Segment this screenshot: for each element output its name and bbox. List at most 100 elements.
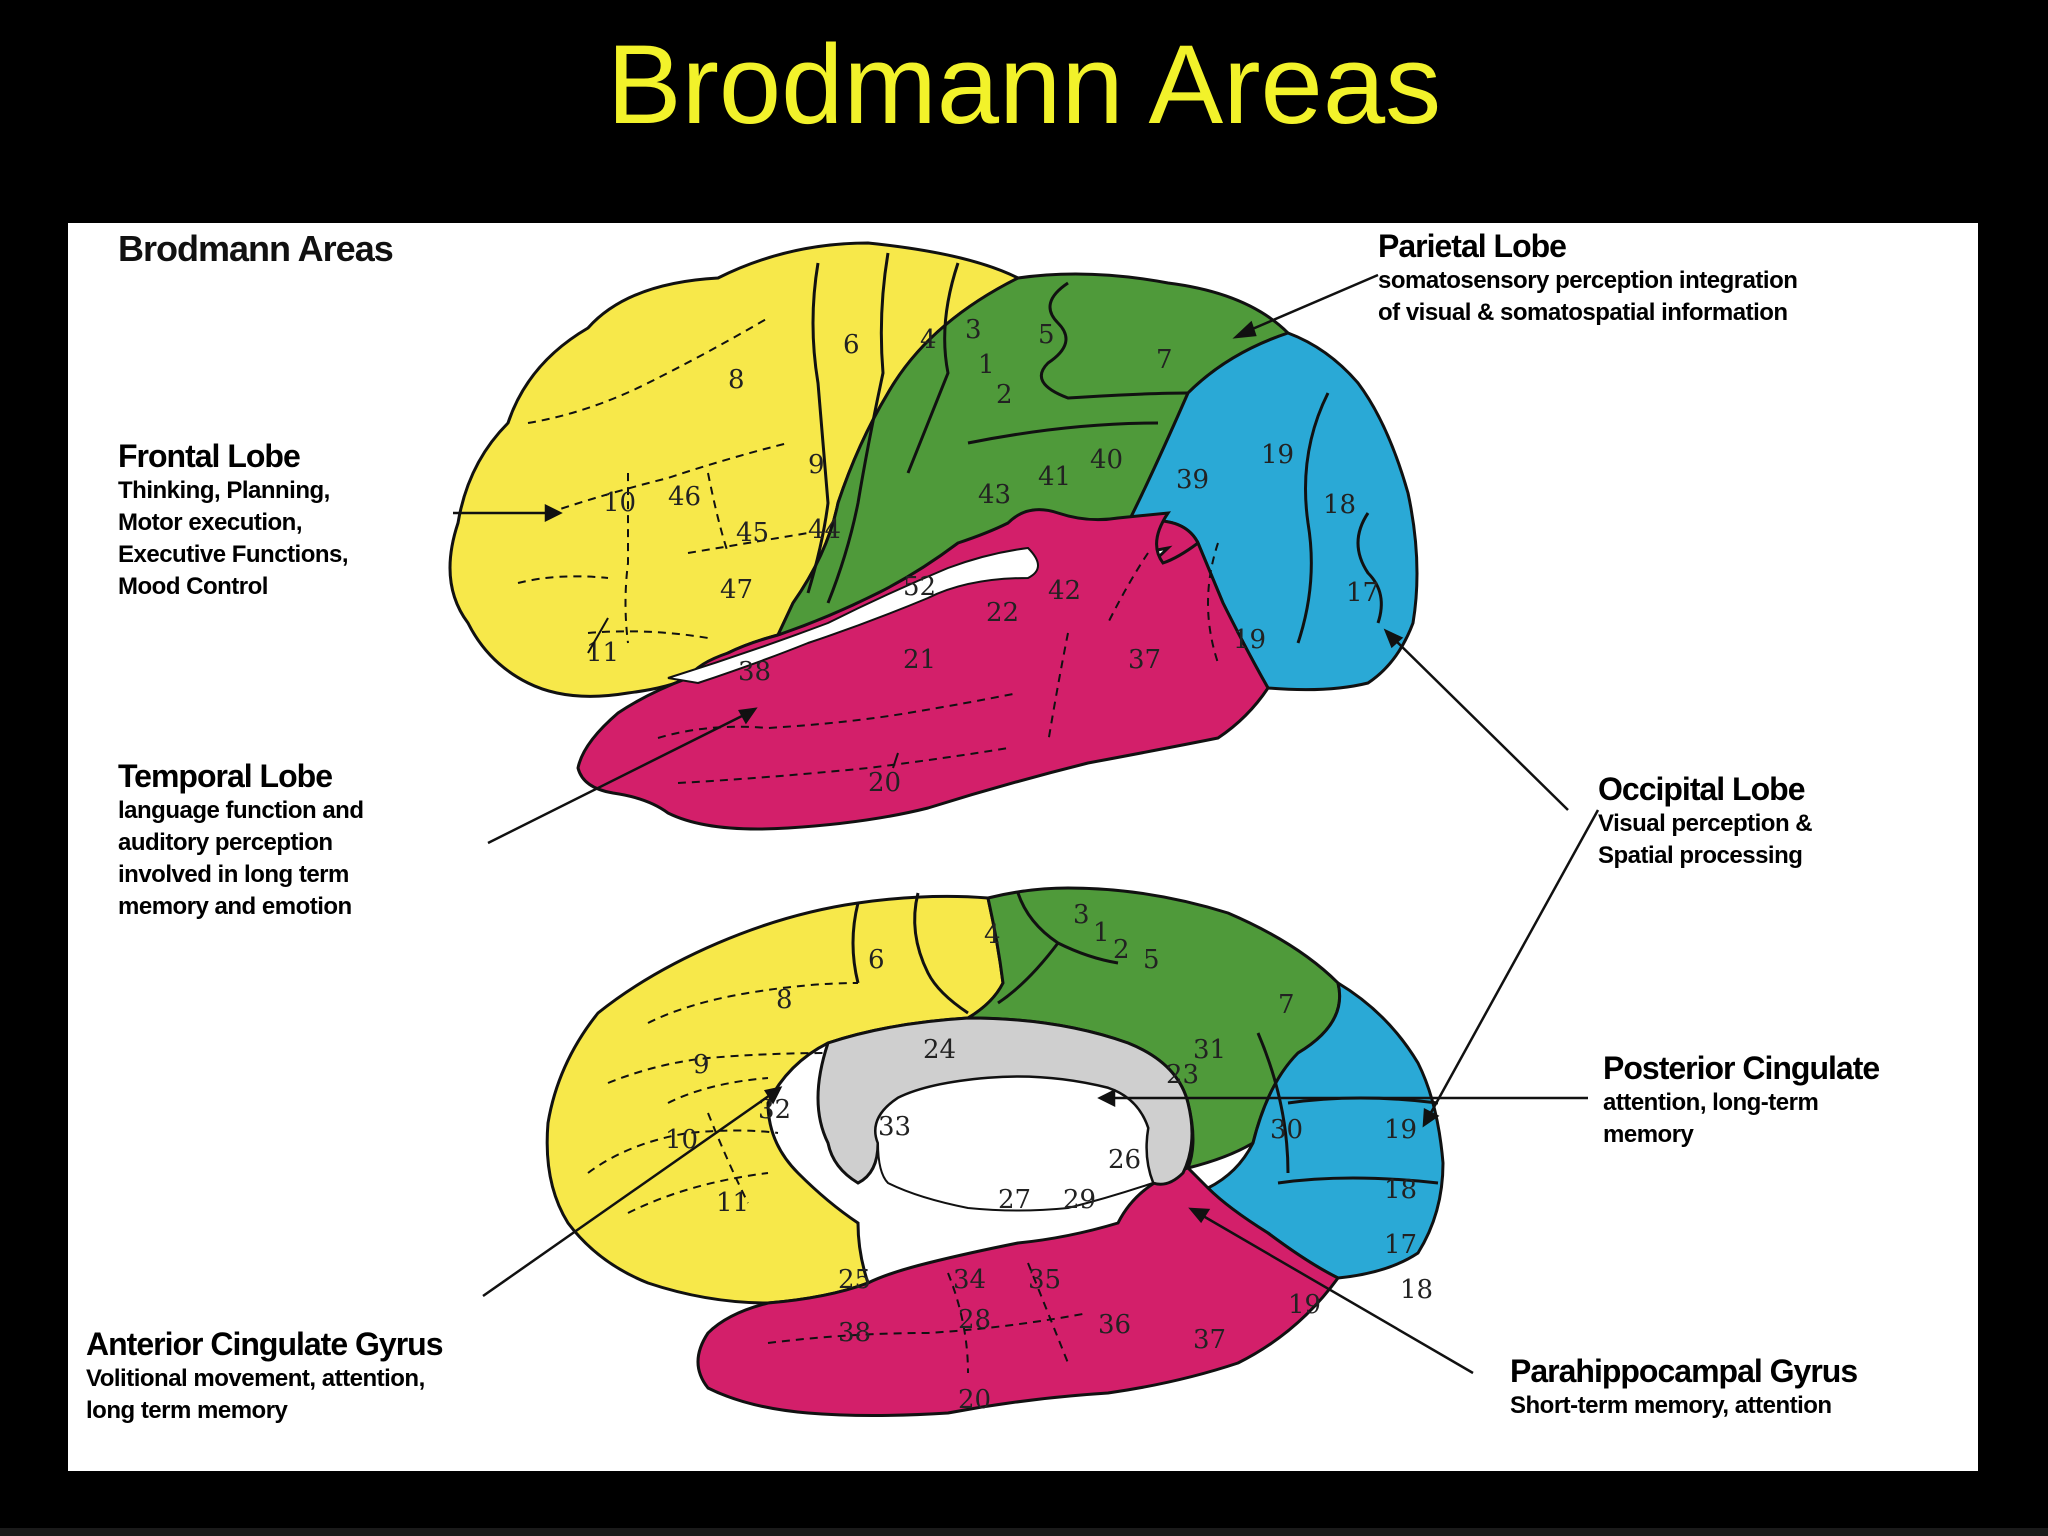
area-label: 2: [996, 380, 1013, 410]
area-label: 17: [1346, 578, 1379, 608]
area-label: 20: [868, 768, 901, 798]
label-title: Parietal Lobe: [1378, 228, 1567, 264]
posterior-cingulate-label: Posterior Cingulate attention, long-term…: [1603, 1050, 1880, 1151]
area-label: 3: [1073, 900, 1090, 930]
label-line: involved in long term: [118, 861, 349, 888]
area-label: 25: [838, 1265, 871, 1295]
area-label: 44: [808, 515, 841, 545]
area-label: 34: [953, 1265, 986, 1295]
area-label: 37: [1193, 1325, 1226, 1355]
area-label: 31: [1193, 1035, 1226, 1065]
label-line: memory: [1603, 1121, 1694, 1148]
area-label: 2: [1113, 935, 1130, 965]
area-label: 20: [958, 1385, 991, 1415]
area-label: 26: [1108, 1145, 1141, 1175]
label-title: Occipital Lobe: [1598, 771, 1805, 807]
label-line: Motor execution,: [118, 509, 303, 536]
area-label: 33: [878, 1112, 911, 1142]
area-label: 17: [1384, 1230, 1417, 1260]
label-title: Posterior Cingulate: [1603, 1050, 1880, 1086]
area-label: 30: [1270, 1115, 1303, 1145]
area-label: 10: [603, 488, 636, 518]
bottom-strip: [0, 1528, 2048, 1536]
label-line: memory and emotion: [118, 893, 352, 920]
frontal-lobe-label: Frontal Lobe Thinking, Planning, Motor e…: [118, 438, 349, 603]
label-line: Volitional movement, attention,: [86, 1365, 425, 1392]
area-label: 38: [838, 1318, 871, 1348]
area-label: 19: [1288, 1290, 1321, 1320]
area-label: 3: [965, 315, 982, 345]
label-title: Frontal Lobe: [118, 438, 301, 474]
medial-temporal-lobe: [696, 1166, 1341, 1417]
area-label: 43: [978, 480, 1011, 510]
area-label: 36: [1098, 1310, 1131, 1340]
area-label: 5: [1143, 945, 1160, 975]
label-title: Anterior Cingulate Gyrus: [86, 1326, 443, 1362]
area-label: 47: [720, 575, 753, 605]
area-label: 18: [1400, 1275, 1433, 1305]
area-label: 41: [1038, 462, 1071, 492]
area-label: 28: [958, 1305, 991, 1335]
label-title: Temporal Lobe: [118, 758, 333, 794]
lateral-occipital-lobe: [1125, 331, 1419, 692]
pointer-arrows: [453, 273, 1600, 1375]
area-label: 6: [868, 945, 885, 975]
area-label: 35: [1028, 1265, 1061, 1295]
occipital-lobe-label: Occipital Lobe Visual perception & Spati…: [1598, 771, 1813, 872]
area-label: 7: [1156, 345, 1173, 375]
label-line: Visual perception &: [1598, 810, 1813, 837]
area-label: 37: [1128, 645, 1161, 675]
brain-diagram: 4 6 8 9 10 46 45 44 47 11 3 1 2 5 7 40 3…: [448, 241, 1600, 1417]
label-line: Short-term memory, attention: [1510, 1392, 1832, 1419]
area-label: 52: [903, 572, 936, 602]
lateral-brain-view: 4 6 8 9 10 46 45 44 47 11 3 1 2 5 7 40 3…: [448, 241, 1419, 831]
area-label: 39: [1176, 465, 1209, 495]
parietal-lobe-label: Parietal Lobe somatosensory perception i…: [1378, 228, 1798, 329]
area-label: 19: [1233, 625, 1266, 655]
area-label: 19: [1384, 1115, 1417, 1145]
label-line: somatosensory perception integration: [1378, 267, 1798, 294]
label-line: language function and: [118, 797, 364, 824]
area-label: 24: [923, 1035, 956, 1065]
area-label: 18: [1384, 1175, 1417, 1205]
diagram-panel: 4 6 8 9 10 46 45 44 47 11 3 1 2 5 7 40 3…: [68, 223, 1978, 1471]
label-line: long term memory: [86, 1397, 288, 1424]
label-line: auditory perception: [118, 829, 333, 856]
area-label: 6: [843, 330, 860, 360]
area-label: 1: [1093, 918, 1110, 948]
parahippocampal-label: Parahippocampal Gyrus Short-term memory,…: [1510, 1353, 1858, 1422]
area-label: 21: [903, 645, 936, 675]
area-label: 1: [978, 350, 995, 380]
label-line: attention, long-term: [1603, 1089, 1819, 1116]
area-label: 38: [738, 657, 771, 687]
area-label: 11: [716, 1188, 749, 1218]
area-label: 4: [984, 920, 1001, 950]
area-label: 7: [1278, 990, 1295, 1020]
area-label: 46: [668, 482, 701, 512]
area-label: 11: [586, 638, 619, 668]
area-label: 5: [1038, 320, 1055, 350]
area-label: 4: [920, 325, 937, 355]
area-label: 19: [1261, 440, 1294, 470]
label-line: Thinking, Planning,: [118, 477, 330, 504]
temporal-lobe-label: Temporal Lobe language function and audi…: [118, 758, 364, 923]
ventricle: [874, 1075, 1155, 1212]
area-label: 8: [776, 985, 793, 1015]
panel-heading: Brodmann Areas: [118, 228, 394, 269]
area-label: 8: [728, 365, 745, 395]
area-label: 42: [1048, 576, 1081, 606]
area-label: 10: [665, 1125, 698, 1155]
area-label: 18: [1323, 490, 1356, 520]
area-label: 27: [998, 1185, 1031, 1215]
slide-title: Brodmann Areas: [606, 22, 1442, 147]
label-line: Mood Control: [118, 573, 268, 600]
area-label: 45: [736, 518, 769, 548]
label-title: Parahippocampal Gyrus: [1510, 1353, 1858, 1389]
area-label: 40: [1090, 445, 1123, 475]
medial-brain-view: 4 6 8 9 24 32 10 33 11 25 3 1 2 5 7 31 2…: [545, 886, 1445, 1417]
label-line: Spatial processing: [1598, 842, 1803, 869]
area-label: 29: [1063, 1185, 1096, 1215]
area-label: 22: [986, 598, 1019, 628]
label-line: of visual & somatospatial information: [1378, 299, 1788, 326]
area-label: 23: [1166, 1060, 1199, 1090]
